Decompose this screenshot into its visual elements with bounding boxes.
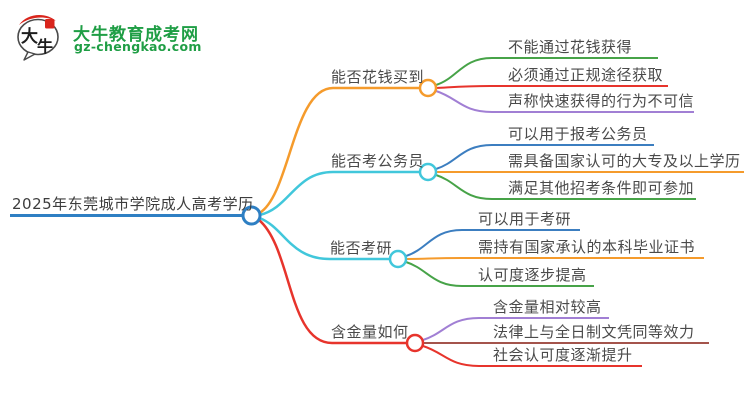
logo-title: 大牛教育成考网 [73,25,199,45]
branch-3-label: 能否考研 [330,239,393,257]
branch-2-child-1-label: 可以用于报考公务员 [508,125,648,143]
branch-4-child-2-label: 法律上与全日制文凭同等效力 [493,323,695,341]
branch-3-child-3-line [405,261,594,287]
branch-2-node-circle [418,162,438,182]
root-node-label: 2025年东莞城市学院成人高考学历 [12,195,254,213]
branch-1-line [258,86,420,215]
branch-4-child-3-line [422,345,642,367]
red-arc-shape [19,15,56,25]
branch-2-child-1-line [435,144,654,170]
branch-4-child-1-line [422,317,609,341]
branch-1-child-3-line [435,90,694,113]
branch-3-child-1-label: 可以用于考研 [478,210,572,228]
logo-char-da: 大 [21,26,38,47]
site-logo: 大 牛 大牛教育成考网 gz-chengkao.com [13,9,243,61]
branch-1-node-circle [418,78,438,98]
branch-1-child-2-label: 必须通过正规途径获取 [508,66,664,84]
branch-3-child-2-line [405,257,704,260]
branch-3-child-2-label: 需持有国家承认的本科毕业证书 [478,238,696,256]
logo-domain-text: gz-chengkao.com [74,39,202,54]
branch-4-label: 含金量如何 [331,323,409,341]
branch-1-label: 能否花钱买到 [331,68,425,86]
root-node-circle [241,205,262,226]
branch-4-child-1-label: 含金量相对较高 [493,298,602,316]
branch-1-child-2-line [435,85,668,89]
logo-char-niu: 牛 [37,37,53,56]
branch-2-label: 能否考公务员 [331,152,425,170]
branch-1-child-1-line [435,57,658,86]
branch-1-child-1-label: 不能通过花钱获得 [508,38,633,56]
branch-3-child-1-line [405,229,580,257]
branch-3-node-circle [388,249,408,269]
branch-2-child-2-label: 需具备国家认可的大专及以上学历 [508,152,741,170]
branch-3-line [259,216,390,261]
branch-3-child-3-label: 认可度逐步提高 [478,266,587,284]
branch-2-child-3-label: 满足其他招考条件即可参加 [508,179,695,197]
branch-1-child-3-label: 声称快速获得的行为不可信 [508,92,695,110]
ox-speech-bubble-icon: 大 牛 [17,15,59,61]
branch-2-line [259,170,420,217]
branch-4-node-circle [405,333,425,353]
branch-4-child-3-label: 社会认可度逐渐提升 [493,346,633,364]
red-seal-stamp [45,19,55,29]
branch-4-line [258,219,407,345]
branch-2-child-3-line [435,174,696,200]
speech-bubble-tail [23,51,36,61]
